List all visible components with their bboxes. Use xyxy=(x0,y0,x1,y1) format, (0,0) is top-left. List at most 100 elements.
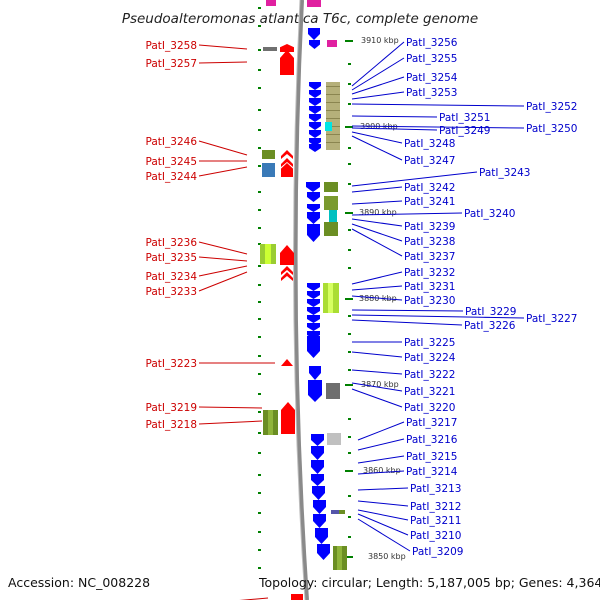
khaki-stripe xyxy=(326,86,340,87)
olive-gene-highlight-3209 xyxy=(337,546,342,570)
reverse-gene-labels: PatI_3256PatI_3255PatI_3254PatI_3253PatI… xyxy=(351,37,577,558)
khaki-stripe xyxy=(326,102,340,103)
leader-line xyxy=(351,223,403,242)
khaki-stripe xyxy=(326,134,340,135)
leader-line xyxy=(198,406,263,409)
left-tick xyxy=(258,531,261,533)
gene-3221 xyxy=(308,380,322,402)
pink-gene-block xyxy=(327,40,337,47)
gene-label-pati-3227: PatI_3227 xyxy=(526,313,577,325)
leader-line xyxy=(357,421,405,441)
khaki-stripe xyxy=(326,118,340,119)
gene-stack-3232-3226 xyxy=(307,307,320,315)
gene-3225 xyxy=(307,336,320,358)
leader-line xyxy=(198,265,248,277)
gray-gene-3221 xyxy=(326,383,340,399)
gene-label-pati-3248: PatI_3248 xyxy=(404,138,455,150)
gene-block-3204 xyxy=(291,594,303,600)
gray-gene-block xyxy=(263,47,277,51)
genome-backbone-highlight xyxy=(293,0,306,600)
gene-3255 xyxy=(309,40,320,49)
forward-gene-labels: PatI_3258PatI_3257PatI_3246PatI_3245PatI… xyxy=(146,40,275,600)
gene-label-pati-3243: PatI_3243 xyxy=(479,167,530,179)
leader-line xyxy=(198,44,248,50)
gene-label-pati-3229: PatI_3229 xyxy=(465,306,516,318)
gene-label-pati-3217: PatI_3217 xyxy=(406,417,457,429)
small-gene-3212 xyxy=(331,510,339,514)
left-tick xyxy=(258,209,261,211)
gene-3242 xyxy=(306,182,320,192)
gene-arrow-3219 xyxy=(281,402,295,434)
leader-line xyxy=(239,597,269,600)
gene-3214 xyxy=(311,474,324,486)
major-tick xyxy=(345,384,353,386)
leader-line xyxy=(351,369,403,375)
gene-label-pati-3219: PatI_3219 xyxy=(146,402,197,414)
leader-line xyxy=(198,140,248,156)
gene-chevron-3246 xyxy=(281,150,293,159)
gene-label-pati-3241: PatI_3241 xyxy=(404,196,455,208)
gene-stack-3254-3247 xyxy=(309,90,321,98)
gene-label-pati-3225: PatI_3225 xyxy=(404,337,455,349)
gene-3211 xyxy=(313,514,326,528)
major-tick xyxy=(345,298,353,300)
left-tick xyxy=(258,243,261,245)
leader-line xyxy=(357,487,409,491)
right-tick xyxy=(348,536,351,538)
left-tick xyxy=(258,355,261,357)
gene-stack-3232-3226 xyxy=(307,315,320,323)
leader-line xyxy=(351,309,464,312)
left-tick xyxy=(258,474,261,476)
cyan-gene-block xyxy=(325,122,332,131)
blue-gray-gene-block xyxy=(262,163,275,177)
gene-arrow-3236 xyxy=(280,245,294,265)
olive-gene-3237 xyxy=(324,222,338,236)
right-tick xyxy=(348,369,351,371)
olive-gene-3241 xyxy=(324,196,338,210)
left-tick xyxy=(258,129,261,131)
gene-stack-3254-3247 xyxy=(309,122,321,130)
leader-line xyxy=(351,228,403,257)
right-tick xyxy=(348,229,351,231)
leader-line xyxy=(351,103,525,107)
major-tick xyxy=(345,126,353,128)
gene-3210 xyxy=(315,528,328,544)
leader-line xyxy=(357,500,409,507)
gene-3239 xyxy=(307,204,320,212)
right-tick xyxy=(348,333,351,335)
gene-3247 xyxy=(309,144,321,152)
leader-line xyxy=(351,200,403,205)
gene-stack-3254-3247 xyxy=(309,106,321,114)
gene-label-pati-3238: PatI_3238 xyxy=(404,236,455,248)
left-tick xyxy=(258,165,261,167)
gene-label-pati-3226: PatI_3226 xyxy=(464,320,516,332)
genome-backbone xyxy=(293,0,309,600)
khaki-stripe xyxy=(326,110,340,111)
khaki-stripe xyxy=(326,126,340,127)
gene-label-pati-3214: PatI_3214 xyxy=(406,466,458,478)
leader-line xyxy=(357,455,405,464)
leader-line xyxy=(357,513,409,536)
left-tick xyxy=(258,7,261,9)
gene-label-pati-3210: PatI_3210 xyxy=(410,530,461,542)
leader-line xyxy=(351,186,403,193)
gene-label-pati-3218: PatI_3218 xyxy=(146,419,197,431)
gene-stack-3232-3226 xyxy=(307,299,320,307)
left-tick xyxy=(258,393,261,395)
gene-label-pati-3232: PatI_3232 xyxy=(404,267,455,279)
major-tick xyxy=(345,470,353,472)
gene-label-pati-3221: PatI_3221 xyxy=(404,386,455,398)
leader-line xyxy=(351,115,438,118)
major-tick xyxy=(345,40,353,42)
leader-line xyxy=(198,241,248,255)
leader-line xyxy=(357,509,409,521)
gene-stack-3254-3247 xyxy=(309,130,321,138)
left-tick xyxy=(258,265,261,267)
right-tick xyxy=(348,147,351,149)
gene-label-pati-3223: PatI_3223 xyxy=(146,358,197,370)
gene-label-pati-3224: PatI_3224 xyxy=(404,352,456,364)
gene-stack-3254-3247 xyxy=(309,98,321,106)
gene-stack-3232-3226 xyxy=(307,323,320,331)
forward-strand-genes xyxy=(260,0,303,600)
left-tick xyxy=(258,567,261,569)
